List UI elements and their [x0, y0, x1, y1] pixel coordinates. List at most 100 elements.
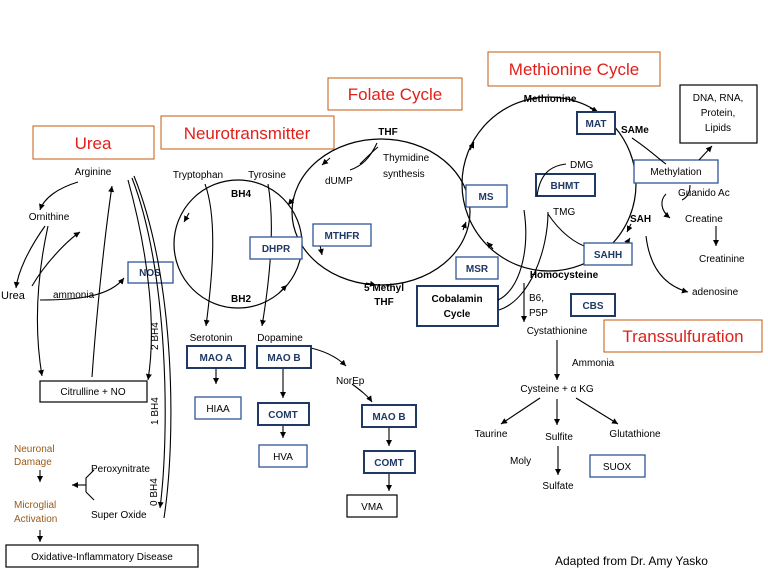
- sahh-enzyme: SAHH: [583, 242, 633, 266]
- p5p-label: P5P: [529, 308, 548, 319]
- mat-enzyme: MAT: [576, 111, 616, 135]
- svg-text:MS: MS: [479, 192, 494, 203]
- homocysteine-label: Homocysteine: [530, 270, 599, 281]
- sulfate-label: Sulfate: [542, 481, 574, 492]
- vma-box: VMA: [346, 494, 398, 518]
- dmg-label: DMG: [570, 160, 594, 171]
- svg-text:MAO B: MAO B: [372, 412, 405, 423]
- svg-text:Oxidative-Inflammatory Disease: Oxidative-Inflammatory Disease: [31, 552, 173, 563]
- dump-label: dUMP: [325, 176, 353, 187]
- adenosine-label: adenosine: [692, 287, 739, 298]
- super-oxide-label: Super Oxide: [91, 510, 147, 521]
- nos-enzyme: NOS: [127, 261, 174, 284]
- mao-b-2-enzyme: MAO B: [361, 404, 417, 428]
- cobalamin-cycle-box: Cobalamin Cycle: [416, 285, 499, 327]
- svg-text:Lipids: Lipids: [705, 123, 731, 134]
- svg-text:Urea: Urea: [75, 134, 112, 153]
- thymidine-synthesis-label: synthesis: [383, 169, 425, 180]
- svg-text:NOS: NOS: [139, 268, 161, 279]
- tryptophan-label: Tryptophan: [173, 170, 223, 181]
- creatinine-label: Creatinine: [699, 254, 745, 265]
- folate-arrows: [349, 142, 379, 171]
- thf-label: THF: [378, 127, 397, 138]
- mao-b-enzyme: MAO B: [256, 345, 312, 369]
- svg-text:MAO B: MAO B: [267, 353, 300, 364]
- svg-text:MAO A: MAO A: [200, 353, 233, 364]
- folate-cycle: [291, 138, 471, 286]
- citrulline-no-box: Citrulline + NO: [39, 380, 148, 403]
- tmg-label: TMG: [553, 207, 575, 218]
- neuronal-damage-label: Neuronal: [14, 444, 55, 455]
- svg-text:SAHH: SAHH: [594, 250, 622, 261]
- ms-enzyme: MS: [465, 184, 508, 208]
- urea-label: Urea: [1, 290, 26, 302]
- svg-text:MAT: MAT: [586, 119, 607, 130]
- svg-text:Cycle: Cycle: [444, 309, 471, 320]
- svg-text:DHPR: DHPR: [262, 244, 291, 255]
- hiaa-box: HIAA: [194, 396, 242, 420]
- comt-2-enzyme: COMT: [363, 450, 416, 474]
- microglial-activation-label-2: Activation: [14, 514, 57, 525]
- svg-text:Transsulfuration: Transsulfuration: [622, 327, 743, 346]
- 5-methyl-thf-label-2: THF: [374, 297, 393, 308]
- mao-a-enzyme: MAO A: [186, 345, 246, 369]
- svg-text:SUOX: SUOX: [603, 462, 632, 473]
- creatine-label: Creatine: [685, 214, 723, 225]
- svg-text:Methylation: Methylation: [650, 167, 701, 178]
- moly-label: Moly: [510, 456, 531, 467]
- tyrosine-label: Tyrosine: [248, 170, 286, 181]
- svg-text:COMT: COMT: [268, 410, 297, 421]
- mthfr-enzyme: MTHFR: [312, 223, 372, 247]
- methylation-box: Methylation: [633, 159, 719, 184]
- transsulfuration-title: Transsulfuration: [603, 319, 763, 353]
- transsulfuration-arrows: [500, 283, 619, 475]
- dhpr-enzyme: DHPR: [249, 236, 303, 260]
- bh2-label: BH2: [231, 294, 251, 305]
- svg-text:Methionine Cycle: Methionine Cycle: [509, 60, 639, 79]
- taurine-label: Taurine: [475, 429, 508, 440]
- svg-text:Citrulline + NO: Citrulline + NO: [60, 387, 126, 398]
- msr-enzyme: MSR: [455, 256, 499, 280]
- b6-label: B6,: [529, 293, 544, 304]
- comt-enzyme: COMT: [257, 402, 310, 426]
- credit-label: Adapted from Dr. Amy Yasko: [555, 554, 708, 568]
- methionine-label: Methionine: [524, 94, 577, 105]
- svg-text:COMT: COMT: [374, 458, 403, 469]
- cbs-enzyme: CBS: [570, 293, 616, 317]
- svg-text:HVA: HVA: [273, 452, 293, 463]
- dna-rna-protein-box: DNA, RNA, Protein, Lipids: [679, 84, 758, 144]
- suox-enzyme: SUOX: [589, 454, 646, 478]
- svg-text:Folate Cycle: Folate Cycle: [348, 85, 442, 104]
- bh4-label: BH4: [231, 189, 251, 200]
- oxidative-inflammatory-box: Oxidative-Inflammatory Disease: [5, 544, 199, 568]
- bhmt-enzyme: BHMT: [535, 173, 596, 197]
- svg-text:MTHFR: MTHFR: [325, 231, 361, 242]
- neuronal-damage-label-2: Damage: [14, 457, 52, 468]
- svg-text:VMA: VMA: [361, 502, 383, 513]
- svg-text:Neurotransmitter: Neurotransmitter: [184, 124, 311, 143]
- folate-cycle-title: Folate Cycle: [327, 77, 463, 111]
- bh4-1-label: 1 BH4: [150, 397, 161, 425]
- sulfite-label: Sulfite: [545, 432, 573, 443]
- bh4-0-label: 0 BH4: [149, 478, 160, 506]
- sah-label: SAH: [630, 214, 651, 225]
- norep-label: NorEp: [336, 376, 365, 387]
- svg-text:HIAA: HIAA: [206, 404, 230, 415]
- svg-text:BHMT: BHMT: [551, 181, 580, 192]
- methionine-cycle-title: Methionine Cycle: [487, 51, 661, 87]
- bh4-2-label: 2 BH4: [150, 322, 161, 350]
- guanido-ac-label: Guanido Ac: [678, 188, 730, 199]
- ammonia-label-2: Ammonia: [572, 358, 615, 369]
- urea-arrows: [13, 175, 172, 542]
- svg-text:CBS: CBS: [582, 301, 603, 312]
- cystathionine-label: Cystathionine: [527, 326, 588, 337]
- same-label: SAMe: [621, 125, 649, 136]
- methylation-arrows: [631, 137, 719, 294]
- ammonia-label: ammonia: [53, 290, 95, 301]
- dopamine-label: Dopamine: [257, 333, 303, 344]
- 5-methyl-thf-label: 5 Methyl: [364, 283, 404, 294]
- neurotransmitter-title: Neurotransmitter: [160, 115, 335, 150]
- svg-text:Protein,: Protein,: [701, 108, 735, 119]
- microglial-activation-label: Microglial: [14, 500, 56, 511]
